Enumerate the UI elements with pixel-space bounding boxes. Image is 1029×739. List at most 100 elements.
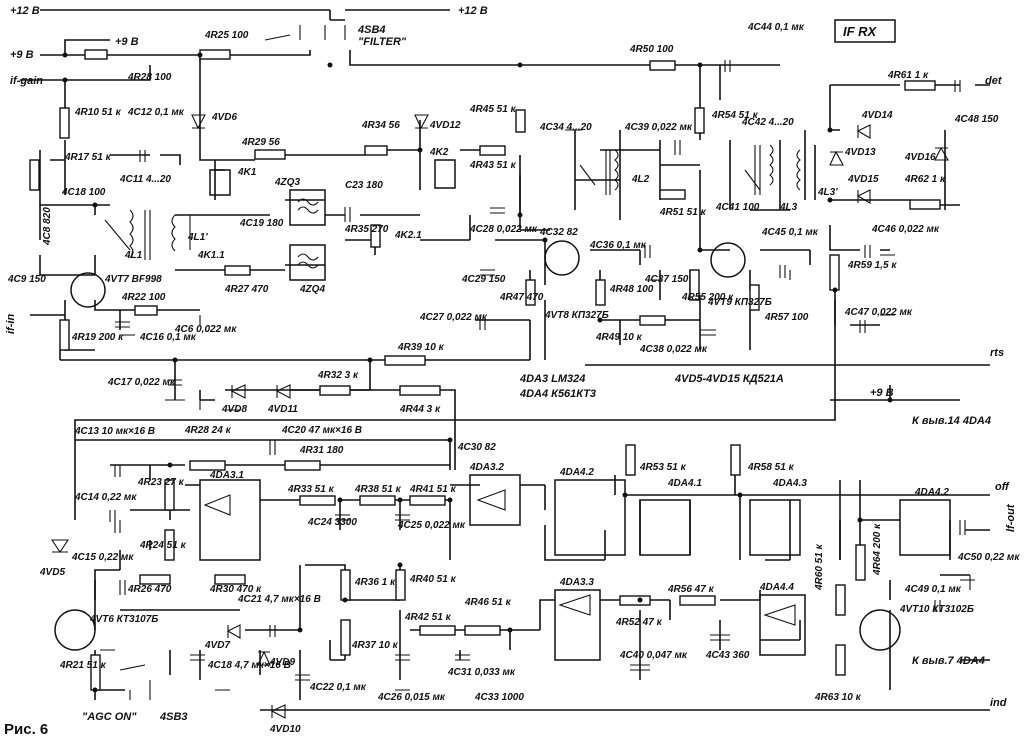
component-label: 4R42 51 к [404,612,452,623]
component-label: 4C39 0,022 мк [624,122,693,133]
component-label: 4C24 3300 [307,517,357,528]
component-label: 4K1.1 [197,250,225,261]
component-label: 4R56 47 к [667,584,715,595]
component-label: 4R53 51 к [639,462,687,473]
component-label: 4C17 0,022 мк [107,377,176,388]
component-label: 4VD7 [204,640,230,651]
component-label: 4R47 470 [499,292,544,303]
component-label: 4R44 3 к [399,404,441,415]
component-label: 4R22 100 [121,292,166,303]
component-label: 4C46 0,022 мк [871,224,940,235]
component-label: 4L3' [817,187,838,198]
component-label: 4R28 24 к [184,425,232,436]
component-label: 4VT8 КП327Б [544,310,609,321]
component-label: 4C38 0,022 мк [639,344,708,355]
component-label: 4R55 200 к [681,292,734,303]
component-label: 4C29 150 [461,274,506,285]
component-label: 4C9 150 [7,274,46,285]
port-det: det [985,75,1003,87]
pin14-note: К выв.14 4DA4 [912,415,991,427]
component-label: 4C33 1000 [474,692,524,703]
component-label: 4R35 270 [344,224,389,235]
port-ind: ind [990,697,1007,709]
component-label: 4DA4.4 [759,582,794,593]
component-label: 4R23 27 к [137,477,185,488]
component-label: 4C41 100 [715,202,760,213]
component-label: 4R37 10 к [351,640,399,651]
component-label: 4VD8 [221,404,247,415]
component-label: 4R30 470 к [209,584,262,595]
component-label: 4VD15 [847,174,879,185]
component-label: 4R34 56 [361,120,400,131]
component-label: 4R39 10 к [397,342,445,353]
component-label: 4R28 100 [127,72,172,83]
component-label: 4C20 47 мк×16 В [281,425,362,436]
component-label: 4C42 4...20 [741,117,794,128]
component-label: 4R46 51 к [464,597,512,608]
component-label: 4C28 0,022 мк [469,224,538,235]
component-label: 4ZQ3 [274,177,300,188]
component-label: 4K2.1 [394,230,422,241]
component-label: 4R36 1 к [354,577,396,588]
component-label: 4C25 0,022 мк [397,520,466,531]
component-label: 4C19 180 [239,218,284,229]
component-label: 4C18 4,7 мк×16 В [207,660,291,671]
pin7-note: К выв.7 4DA4 [912,655,985,667]
component-label: 4R26 470 [127,584,172,595]
note-da3: 4DA3 LM324 [519,373,585,385]
switch-sb4-name: "FILTER" [358,36,407,48]
component-label: 4R41 51 к [409,484,457,495]
rail-plus9-label: +9 В [10,49,34,61]
component-label: 4R64 200 к [872,523,883,576]
component-label: 4R59 1,5 к [847,260,897,271]
component-label: 4C36 0,1 мк [589,240,647,251]
component-label: 4R51 51 к [659,207,707,218]
component-label: 4DA4.2 [559,467,594,478]
component-label: 4R25 100 [204,30,249,41]
component-label: 4VT6 КТ3107Б [89,614,158,625]
component-label: 4VD16 [904,152,936,163]
title-box-label: IF RX [843,24,878,39]
component-label: 4R29 56 [241,137,280,148]
component-label: 4VD6 [211,112,237,123]
rail-plus9c-label: +9 В [870,387,894,399]
component-label: 4R63 10 к [814,692,862,703]
component-label: 4C11 4...20 [119,174,171,185]
component-label: 4K1 [237,167,257,178]
switch-sb4-label: 4SB4 [357,24,386,36]
component-label: 4VD13 [844,147,876,158]
rail-plus9b-label: +9 В [115,36,139,48]
component-label: 4R52 47 к [615,617,663,628]
component-label: 4DA3.1 [209,470,244,481]
component-label: 4R24 51 к [139,540,187,551]
component-label: 4R54 51 к [711,110,759,121]
note-vd: 4VD5-4VD15 КД521А [674,373,784,385]
component-label: 4DA3.3 [559,577,594,588]
component-label: 4C48 150 [954,114,999,125]
component-label: 4C18 100 [61,187,106,198]
component-label: 4DA3.2 [469,462,504,473]
port-rts: rts [990,347,1004,359]
component-label: 4R50 100 [629,44,674,55]
component-label: 4VD12 [429,120,461,131]
component-label: 4C26 0,015 мк [377,692,446,703]
component-label: C23 180 [345,180,383,191]
component-label: 4C13 10 мк×16 В [74,426,155,437]
switch-sb3-label: 4SB3 [159,711,188,723]
component-label: 4C43 360 [705,650,750,661]
component-label: 4C37 150 [644,274,689,285]
component-label: 4R27 470 [224,284,269,295]
component-label: 4ZQ4 [299,284,325,295]
component-label: 4K2 [429,147,449,158]
component-label: 4R33 51 к [287,484,335,495]
component-label: 4C49 0,1 мк [904,584,962,595]
component-label: 4C6 0,022 мк [174,324,237,335]
component-label: 4C15 0,22 мк [71,552,134,563]
component-label: 4VD9 [269,657,295,668]
component-label: 4R48 100 [609,284,654,295]
note-da4: 4DA4 К561КТ3 [519,388,596,400]
component-label: 4L1 [124,250,143,261]
component-label: 4R61 1 к [887,70,929,81]
component-label: 4C30 82 [457,442,496,453]
